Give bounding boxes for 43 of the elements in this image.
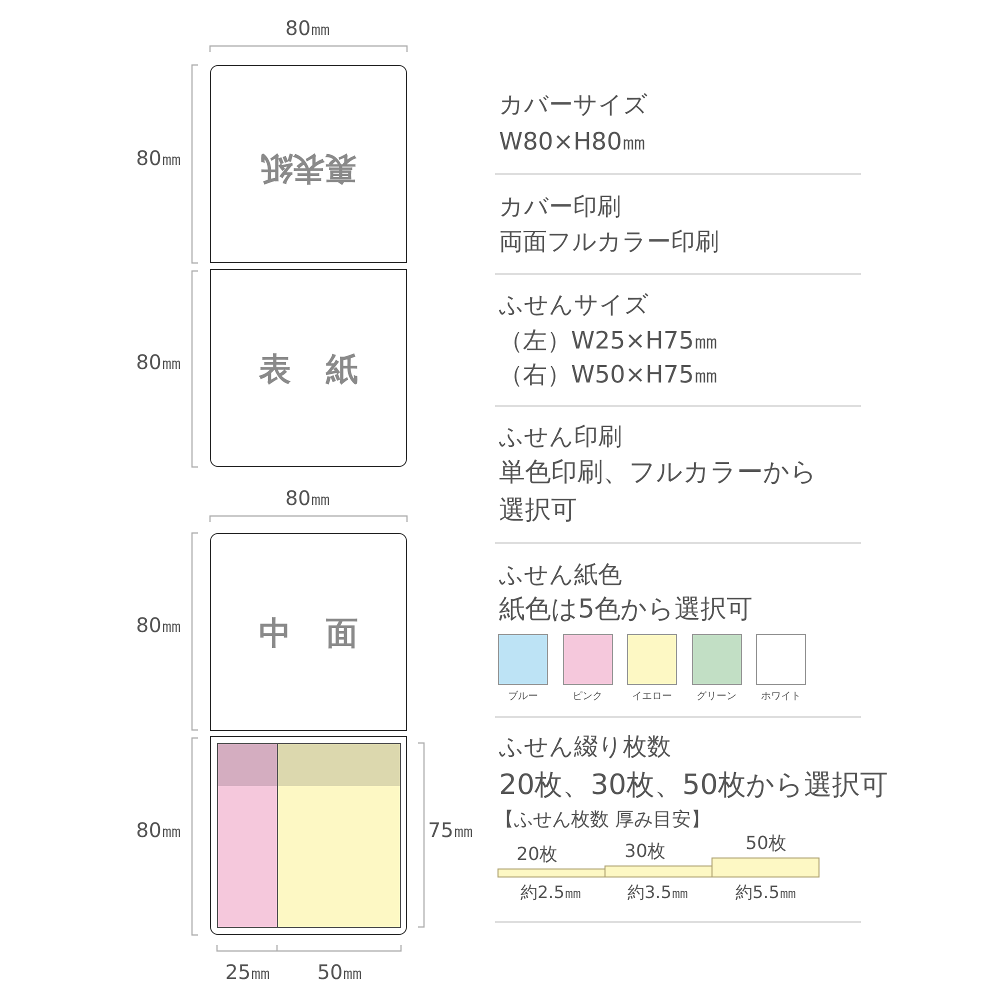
swatch-label: ホワイト	[760, 690, 802, 703]
front-cover-panel	[210, 269, 407, 467]
spec-heading: ふせんサイズ	[499, 290, 649, 320]
dimension-label: 80㎜	[136, 613, 182, 637]
spec-value: 20枚、30枚、50枚から選択可	[499, 768, 888, 802]
dimension-label: 80㎜	[285, 486, 331, 510]
thickness-label: 約5.5㎜	[735, 882, 797, 904]
spec-heading: ふせん紙色	[499, 560, 622, 590]
spec-heading: ふせん綴り枚数	[499, 732, 671, 762]
note-heading: 【ふせん枚数 厚み目安】	[495, 808, 710, 832]
swatch-label: ピンク	[572, 690, 604, 703]
dimension-label: 75㎜	[428, 818, 474, 842]
sticky-note-pad	[217, 743, 278, 928]
dimension-label: 80㎜	[136, 350, 182, 374]
bar-label: 50枚	[746, 833, 786, 855]
dimension-label: 25㎜	[225, 960, 271, 984]
dimension-label: 50㎜	[317, 960, 363, 984]
spec-value: 両面フルカラー印刷	[499, 228, 719, 256]
back-cover-panel	[210, 65, 407, 263]
inner-top-panel	[210, 533, 407, 731]
dimension-label: 80㎜	[136, 818, 182, 842]
spec-value: 単色印刷、フルカラーから選択可	[499, 456, 818, 527]
swatch-label: ブルー	[507, 690, 539, 703]
spec-heading: カバーサイズ	[499, 90, 648, 120]
spec-value: （右）W50×H75㎜	[499, 360, 718, 390]
upside-down-panel-label: 裏表紙	[260, 149, 358, 190]
dimension-label: 80㎜	[285, 16, 331, 40]
bar-label: 30枚	[624, 841, 666, 863]
panel-label: 中面	[258, 613, 394, 654]
thickness-label: 約2.5㎜	[520, 882, 582, 904]
swatch-label: グリーン	[696, 690, 738, 703]
dimension-label: 80㎜	[136, 146, 182, 170]
swatch-label: イエロー	[631, 690, 673, 703]
bar-label: 20枚	[516, 844, 558, 866]
spec-value: 紙色は5色から選択可	[499, 594, 753, 626]
inner-bottom-panel	[210, 736, 407, 935]
spec-heading: ふせん印刷	[499, 422, 622, 452]
spec-heading: カバー印刷	[499, 192, 621, 222]
panel-label: 表紙	[258, 349, 394, 390]
thickness-label: 約3.5㎜	[627, 882, 689, 904]
sticky-note-pad	[277, 743, 401, 928]
spec-value: （左）W25×H75㎜	[499, 326, 718, 356]
spec-value: W80×H80㎜	[499, 128, 646, 156]
